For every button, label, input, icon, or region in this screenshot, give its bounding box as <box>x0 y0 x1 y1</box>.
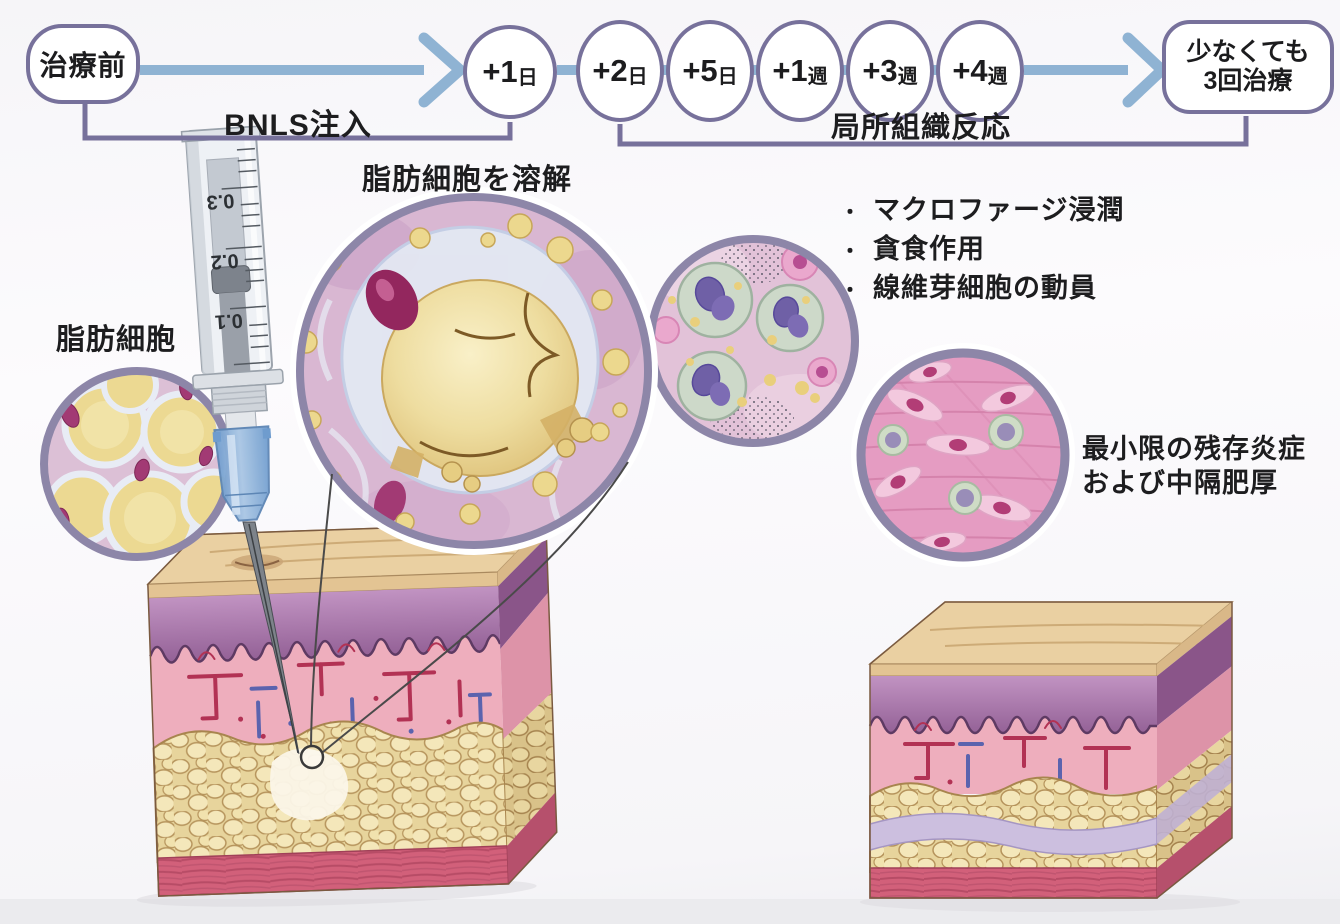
inset-macrophages <box>647 235 859 447</box>
bullet-fibroblast-recruitment: ・ 線維芽細胞の動員 <box>840 273 1097 303</box>
phase1-label: BNLS注入 <box>224 109 372 142</box>
blood-vessels-blue <box>249 685 492 740</box>
bullet-phagocytosis: ・ 貪食作用 <box>840 234 985 264</box>
timeline-node-pretreatment: 治療前 <box>26 24 140 104</box>
blood-vessels-red <box>187 642 463 722</box>
skin-block-before <box>136 521 558 907</box>
residual-macrophages <box>877 414 1024 515</box>
fibroblast-cells <box>874 360 1036 553</box>
phase2-label: 局所組織反応 <box>830 112 1011 144</box>
needle <box>242 521 300 755</box>
inset-dissolving-fat <box>290 187 658 555</box>
timeline-node-min-treatments: 少なくても 3回治療 <box>1162 20 1334 114</box>
lipid-specks <box>668 282 820 407</box>
phase-brackets <box>82 103 1249 147</box>
injection-point-circle <box>299 744 325 770</box>
crack-lines <box>419 292 561 458</box>
tissue-reaction-bullets: ・ マクロファージ浸潤 ・ 貪食作用 ・ 線維芽細胞の動員 <box>840 192 1124 309</box>
fat-cells-label: 脂肪細胞 <box>56 324 177 356</box>
dissolved-fat-patch <box>270 748 349 821</box>
skin-block-after <box>860 601 1240 912</box>
scale-mark-03: 0.3 <box>206 189 235 213</box>
syringe-icon: 0.3 0.2 0.1 <box>180 125 300 755</box>
scale-mark-02: 0.2 <box>210 249 239 273</box>
residual-inflammation-label: 最小限の残存炎症 および中隔肥厚 <box>1082 434 1306 498</box>
bullet-macrophage-infiltration: ・ マクロファージ浸潤 <box>840 195 1125 225</box>
inset-fibroblasts <box>851 343 1075 567</box>
magnification-leader-lines <box>310 461 629 753</box>
dissolve-label: 脂肪細胞を溶解 <box>362 164 573 196</box>
syringe-graduations <box>221 147 270 366</box>
scale-mark-01: 0.1 <box>214 309 243 333</box>
bottom-strip <box>0 899 1340 924</box>
